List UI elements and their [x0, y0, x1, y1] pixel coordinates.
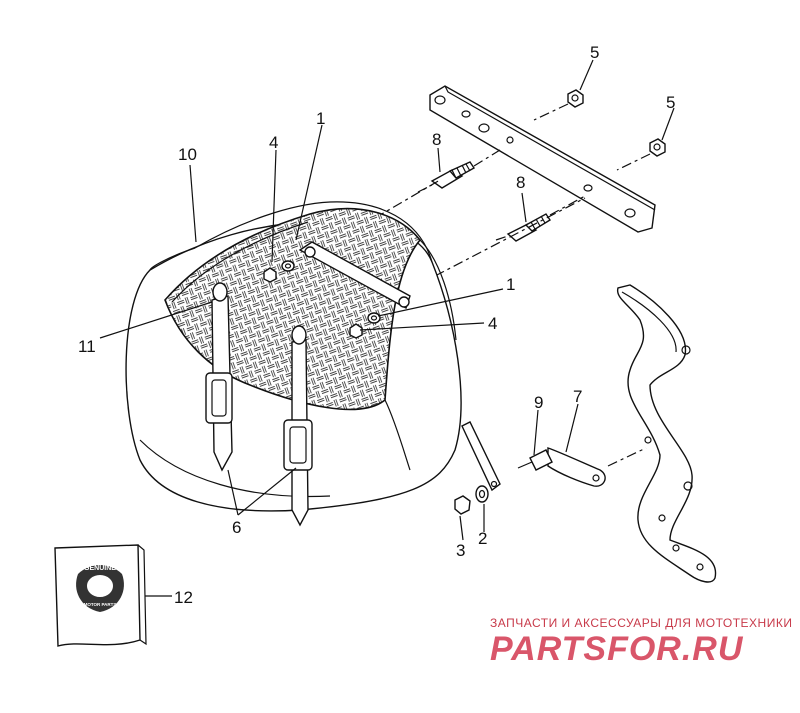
callout-4-lower: 4 [488, 314, 497, 333]
kit-package [54, 544, 147, 647]
stud-8-upper [430, 161, 476, 189]
callout-6: 6 [232, 518, 241, 537]
latch-bracket [547, 447, 606, 487]
callout-3: 3 [456, 541, 465, 560]
lower-strap-bracket [461, 421, 501, 492]
stud-8-lower [506, 213, 551, 242]
washer-2 [475, 485, 489, 503]
callout-4-upper: 4 [269, 133, 278, 152]
callout-8-lower: 8 [516, 173, 525, 192]
callout-11: 11 [78, 337, 96, 356]
callout-12: 12 [174, 588, 193, 607]
frame-mount-plate [616, 284, 717, 583]
callout-5-upper: 5 [590, 43, 599, 62]
nut-4-lower [349, 323, 363, 339]
mounting-rail [429, 85, 656, 233]
nut-3 [454, 495, 471, 515]
callout-1-lower: 1 [506, 275, 515, 294]
spacer-plate-upper [298, 241, 411, 310]
logo-bottom-text: MOTOR PARTS [84, 602, 117, 607]
buckle-strap-left [205, 282, 233, 472]
callout-10: 10 [178, 145, 197, 164]
watermark-brand: PARTSFOR.RU [490, 630, 744, 668]
callout-9: 9 [534, 393, 543, 412]
logo-top-text: GENUINE [84, 565, 116, 572]
watermark-tagline: ЗАПЧАСТИ И АКСЕССУАРЫ ДЛЯ МОТОТЕХНИКИ [490, 616, 792, 630]
nut-4-upper [263, 267, 277, 283]
callout-7: 7 [573, 387, 582, 406]
nut-5-lower [649, 138, 666, 157]
washer-1-upper [281, 260, 295, 272]
buckle-strap-right [283, 325, 313, 527]
stud-9 [517, 449, 553, 471]
nut-5-upper [567, 89, 584, 108]
callout-1-upper: 1 [316, 109, 325, 128]
callout-8-upper: 8 [432, 130, 441, 149]
callout-5-lower: 5 [666, 93, 675, 112]
washer-1-lower [367, 312, 381, 324]
callout-2: 2 [478, 529, 487, 548]
